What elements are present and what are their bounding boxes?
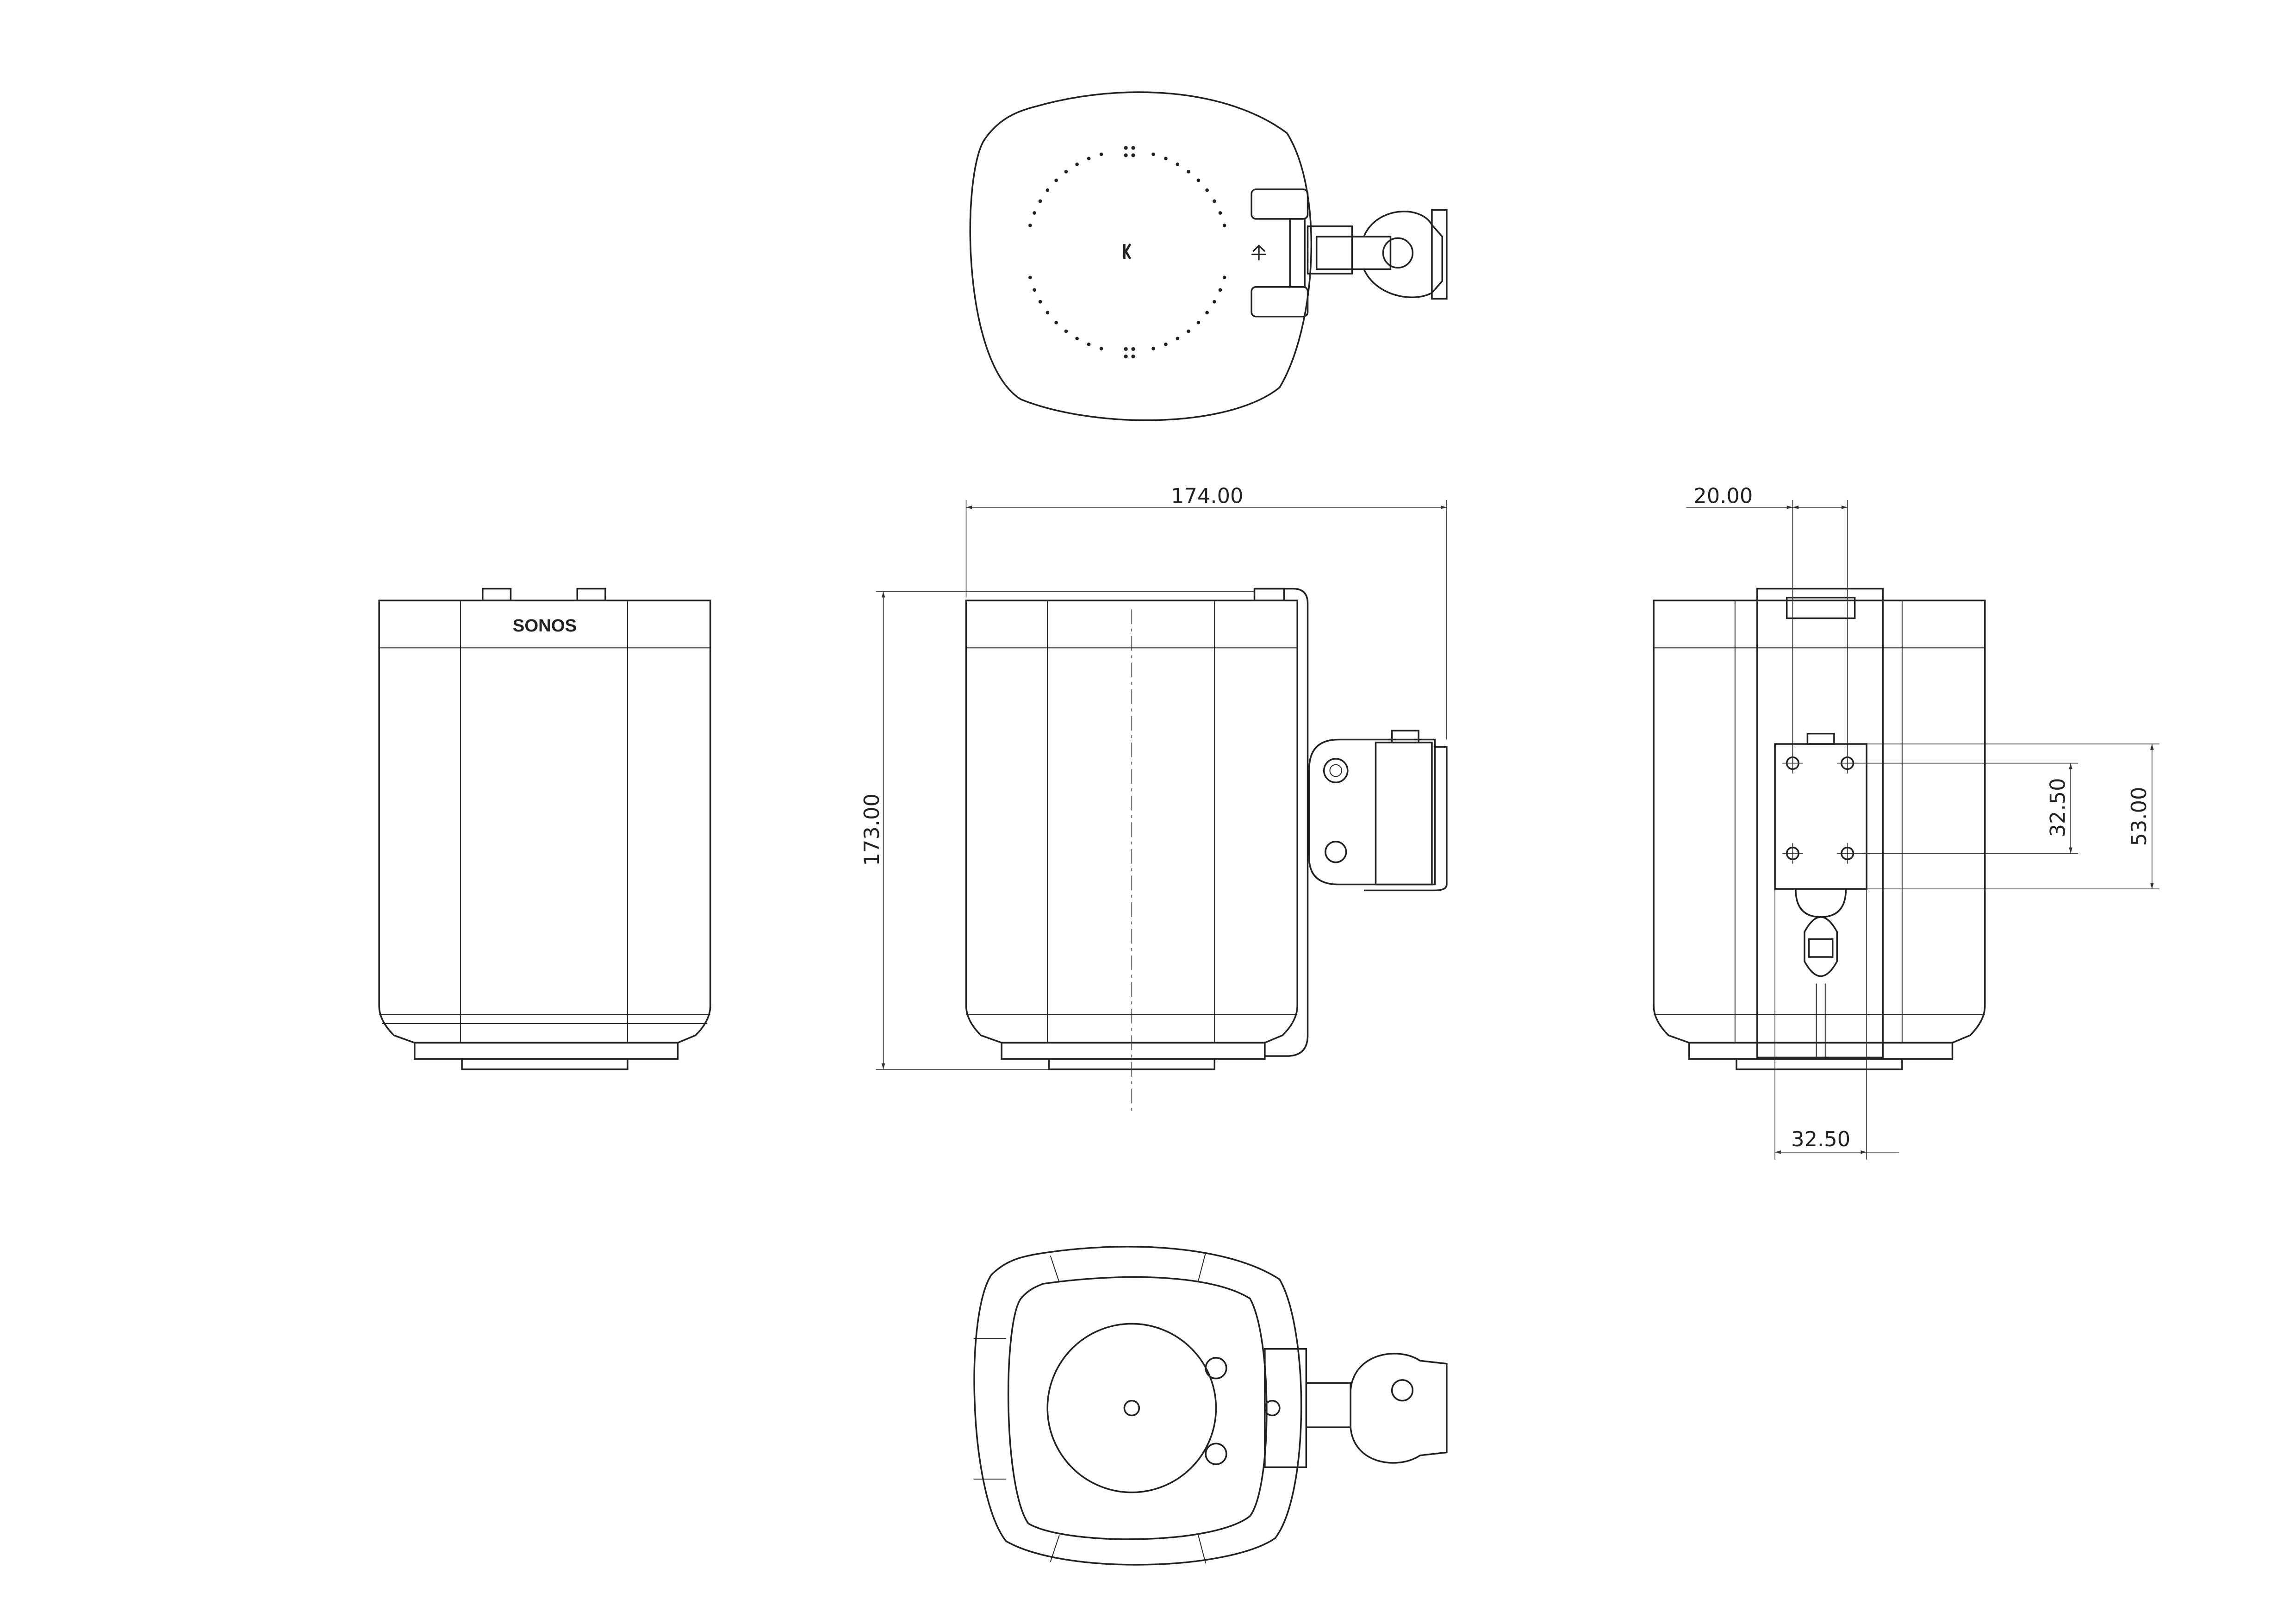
control-dot <box>1164 156 1168 161</box>
dimension-overall-height: 173.00 <box>859 591 1255 1070</box>
control-dot <box>1038 199 1042 203</box>
control-dot <box>1213 199 1216 203</box>
mounting-holes <box>1782 753 1858 864</box>
dimension-hole-spacing-horizontal: 32.50 <box>1774 889 1899 1160</box>
control-dot <box>1164 343 1168 346</box>
control-dot <box>1028 224 1032 227</box>
control-dot <box>1222 275 1226 280</box>
dim-53: 53.00 <box>2127 787 2151 846</box>
dimension-hole-spacing-vertical: 32.50 <box>1847 762 2078 854</box>
control-dot <box>1045 311 1050 315</box>
control-dot <box>1205 188 1209 192</box>
dim-32-50-v: 32.50 <box>2045 778 2070 837</box>
control-dot <box>1075 337 1079 341</box>
side-view <box>965 587 1448 1112</box>
brand-logo: SONOS <box>513 616 577 636</box>
bottom-view <box>973 1246 1448 1566</box>
hole-centerline <box>1782 843 1803 864</box>
dimension-bracket-width: 20.00 <box>1686 483 1848 763</box>
dimension-plate-height: 53.00 <box>1867 743 2159 889</box>
control-dot <box>1196 178 1201 182</box>
control-dot <box>1151 347 1155 350</box>
front-view: SONOS <box>378 587 711 1070</box>
control-dot <box>1033 288 1036 292</box>
control-dot <box>1028 275 1032 280</box>
control-dot <box>1099 152 1103 156</box>
control-dot <box>1187 329 1190 333</box>
top-view <box>969 91 1448 421</box>
control-dot <box>1205 311 1209 315</box>
control-dot <box>1075 162 1079 166</box>
control-dot <box>1213 300 1216 304</box>
control-dot <box>1087 343 1091 346</box>
control-dot <box>1054 320 1058 325</box>
control-dot <box>1176 337 1180 341</box>
dim-173: 173.00 <box>859 793 884 866</box>
dim-174: 174.00 <box>1171 483 1243 508</box>
control-dot <box>1187 169 1190 174</box>
control-dot <box>1064 169 1068 174</box>
dim-32-50-h: 32.50 <box>1791 1127 1850 1151</box>
control-dot <box>1218 211 1222 215</box>
control-dot <box>1033 211 1036 215</box>
control-dot <box>1038 300 1042 304</box>
dim-20: 20.00 <box>1693 483 1753 508</box>
control-dot <box>1222 224 1226 227</box>
control-dot <box>1045 188 1050 192</box>
control-dot <box>1151 152 1155 156</box>
control-dot <box>1218 288 1222 292</box>
control-dot <box>1054 178 1058 182</box>
top-icons <box>1123 146 1267 359</box>
rear-view <box>1653 587 1986 1070</box>
control-dot <box>1176 162 1180 166</box>
control-dot <box>1099 347 1103 350</box>
control-dot <box>1064 329 1068 333</box>
control-dot <box>1087 156 1091 161</box>
dimension-overall-width: 174.00 <box>965 483 1447 740</box>
wall-bracket-top <box>1251 188 1448 318</box>
control-dot <box>1196 320 1201 325</box>
control-dot-ring <box>1028 152 1226 350</box>
